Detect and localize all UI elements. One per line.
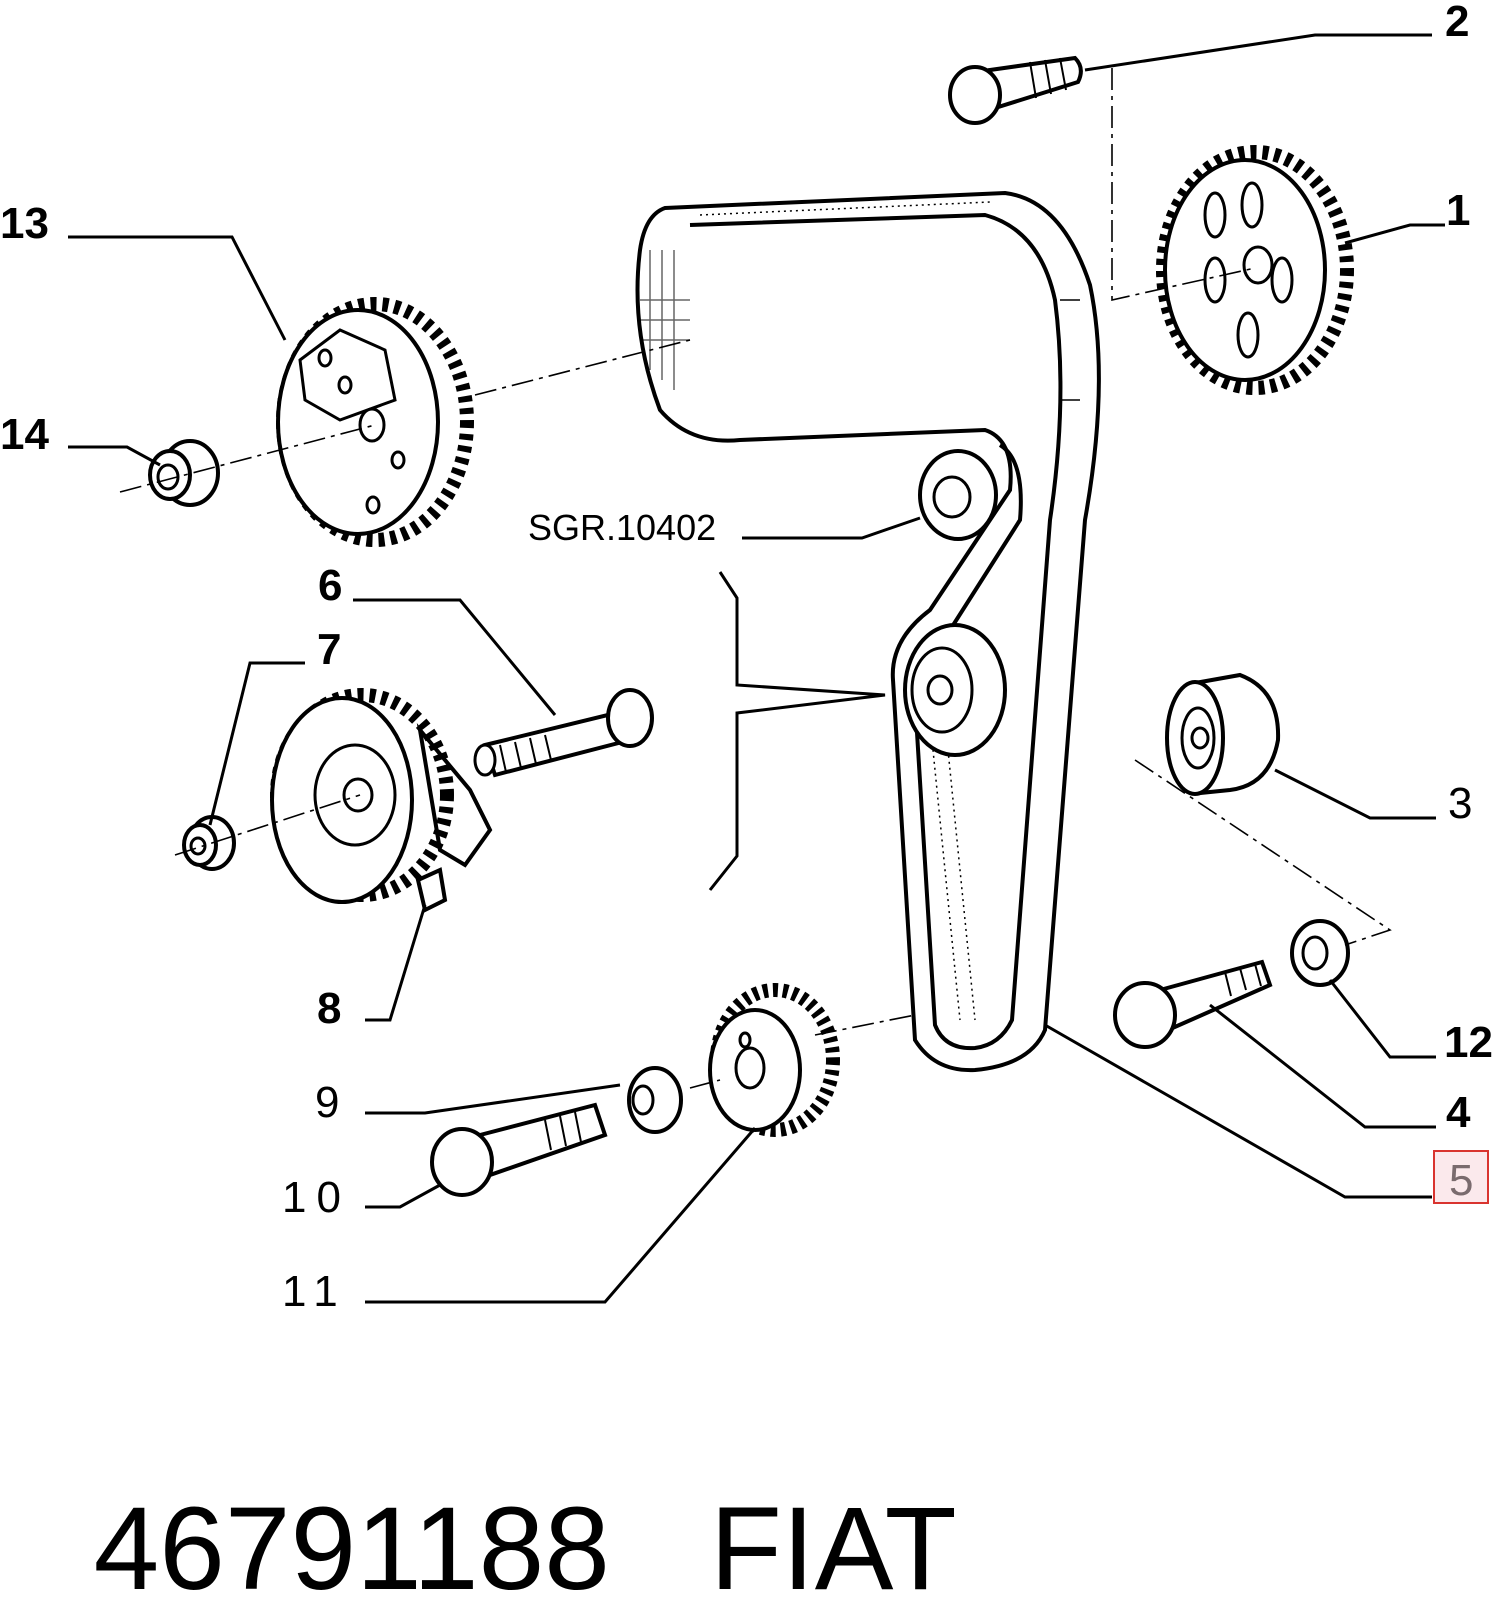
- nut-7[interactable]: [182, 815, 236, 871]
- washer-9[interactable]: [627, 1066, 683, 1134]
- bolt-10[interactable]: [430, 1102, 608, 1197]
- timing-belt[interactable]: [635, 190, 1101, 1073]
- tensioner-assembly[interactable]: [270, 688, 493, 913]
- washer-12[interactable]: [1290, 919, 1350, 987]
- idler-roller[interactable]: [918, 449, 998, 541]
- callout-5[interactable]: 5: [1449, 1156, 1473, 1205]
- belt-tensioner-pulley[interactable]: [903, 623, 1007, 757]
- nut-14[interactable]: [148, 439, 220, 507]
- leader-lines: [68, 33, 1445, 1304]
- bolt-6[interactable]: [473, 688, 654, 778]
- callout-5-highlight: [1433, 1150, 1489, 1204]
- parts-diagram: 2 1 13 14 SGR.10402 6 7 3 8 12 9 4 5 10 …: [0, 0, 1493, 1316]
- callout-7[interactable]: 7: [317, 625, 341, 674]
- axis-lines: [119, 68, 1392, 1089]
- callout-3[interactable]: 3: [1448, 779, 1472, 828]
- callout-labels: 2 1 13 14 SGR.10402 6 7 3 8 12 9 4 5 10 …: [0, 0, 1493, 1316]
- idler-roller-3[interactable]: [1165, 672, 1281, 796]
- bolt-4[interactable]: [1113, 959, 1273, 1049]
- callout-11[interactable]: 11: [282, 1267, 348, 1316]
- brand-name: FIAT: [709, 1483, 957, 1615]
- callout-1[interactable]: 1: [1446, 186, 1470, 235]
- callout-8[interactable]: 8: [317, 984, 341, 1033]
- callout-10[interactable]: 10: [282, 1173, 351, 1222]
- callout-4[interactable]: 4: [1446, 1088, 1471, 1137]
- camshaft-gear-right[interactable]: [1156, 145, 1354, 395]
- callout-12[interactable]: 12: [1444, 1018, 1493, 1067]
- camshaft-gear-left[interactable]: [276, 297, 474, 547]
- callout-2[interactable]: 2: [1445, 0, 1469, 46]
- callout-14[interactable]: 14: [0, 410, 49, 459]
- bolt-2[interactable]: [948, 55, 1083, 125]
- reference-code[interactable]: SGR.10402: [528, 507, 716, 548]
- callout-13[interactable]: 13: [0, 199, 49, 248]
- part-number: 46791188: [93, 1483, 610, 1615]
- callout-9[interactable]: 9: [315, 1078, 339, 1127]
- crankshaft-gear[interactable]: [708, 983, 840, 1137]
- callout-6[interactable]: 6: [318, 561, 342, 610]
